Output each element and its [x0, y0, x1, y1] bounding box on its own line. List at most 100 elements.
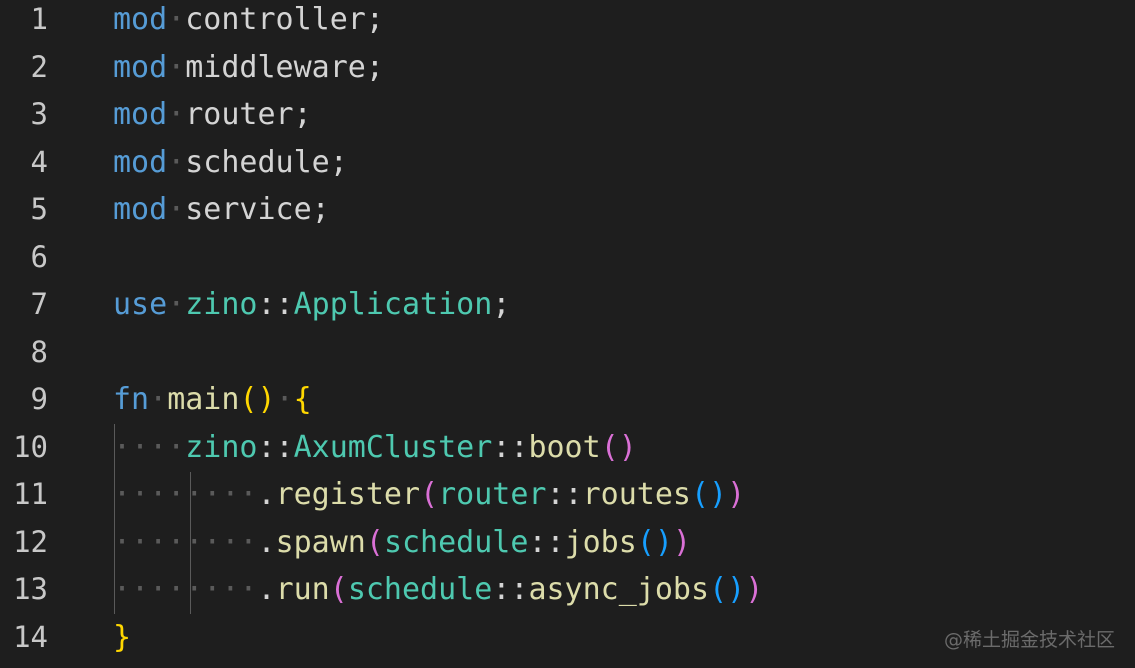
code-token: service; — [185, 192, 330, 227]
code-token: AxumCluster — [293, 429, 493, 465]
code-token: zino — [185, 287, 258, 322]
code-token: · — [167, 287, 186, 322]
code-token: main — [167, 382, 240, 417]
line-code[interactable]: mod·controller; — [113, 0, 384, 44]
code-token: · — [167, 49, 186, 85]
code-line[interactable]: 13 ········.run(schedule::async_jobs()) — [0, 566, 1135, 614]
code-token: ) — [727, 477, 746, 512]
line-number: 6 — [30, 239, 48, 274]
line-number: 7 — [30, 287, 48, 321]
code-token: use — [113, 287, 168, 322]
code-token: run — [275, 572, 330, 607]
code-token: jobs — [564, 524, 637, 560]
code-line[interactable]: 11········.register(router::routes()) — [0, 471, 1135, 519]
code-token: controller; — [185, 2, 384, 37]
indent-guide-level-1 — [114, 424, 115, 614]
line-code[interactable]: fn·main()·{ — [113, 376, 312, 424]
line-code[interactable]: mod·schedule; — [113, 139, 348, 187]
line-number: 9 — [30, 382, 48, 416]
code-token: schedule — [383, 524, 529, 560]
code-token: spawn — [275, 524, 366, 560]
code-token: ···· — [113, 429, 186, 465]
line-code[interactable]: } — [113, 614, 131, 662]
code-line[interactable]: 5 mod·service; — [0, 186, 1135, 234]
code-line[interactable]: 14} — [0, 614, 1135, 662]
line-code[interactable]: ········.register(router::routes()) — [113, 471, 745, 519]
code-line[interactable]: 2 mod·middleware; — [0, 44, 1135, 92]
code-token: :: — [546, 477, 583, 512]
line-code[interactable]: ····zino::AxumCluster::boot() — [113, 424, 637, 472]
code-token: ········ — [113, 524, 258, 560]
code-token: · — [167, 144, 186, 180]
code-token: { — [293, 382, 312, 417]
code-token: zino — [185, 429, 258, 465]
line-number: 10 — [13, 429, 48, 464]
code-token: () — [709, 572, 746, 607]
code-line[interactable]: 10 ····zino::AxumCluster::boot() — [0, 424, 1135, 472]
code-line[interactable]: 3 mod·router; — [0, 91, 1135, 139]
code-token: · — [275, 382, 294, 417]
code-token: schedule; — [185, 144, 348, 180]
code-token: routes — [582, 477, 691, 512]
line-number: 11 — [13, 477, 48, 511]
indent-guide-level-2 — [190, 472, 191, 614]
line-code[interactable]: mod·middleware; — [113, 44, 384, 92]
code-line[interactable]: 8 — [0, 329, 1135, 377]
code-token: · — [167, 192, 186, 227]
line-code[interactable]: ········.spawn(schedule::jobs()) — [113, 519, 691, 567]
code-token: . — [257, 572, 276, 607]
line-number: 8 — [30, 334, 48, 369]
code-token: . — [257, 477, 276, 512]
code-token: ( — [329, 572, 348, 607]
code-token: router — [438, 477, 547, 512]
code-token: . — [257, 524, 276, 560]
code-token: ) — [745, 572, 764, 607]
code-line[interactable]: 6 — [0, 234, 1135, 282]
code-token: :: — [257, 287, 294, 322]
line-number: 2 — [30, 49, 48, 84]
code-token: mod — [113, 49, 168, 85]
code-token: mod — [113, 192, 168, 227]
code-token: · — [149, 382, 168, 417]
code-token: () — [239, 382, 276, 417]
code-token: async_jobs — [528, 572, 710, 607]
line-number: 3 — [30, 97, 48, 131]
code-token: ; — [492, 287, 511, 322]
code-token: mod — [113, 97, 168, 132]
line-number: 4 — [30, 144, 48, 179]
code-token: Application — [293, 287, 493, 322]
code-token: ( — [420, 477, 439, 512]
code-token: () — [691, 477, 728, 512]
line-code[interactable]: mod·service; — [113, 186, 330, 234]
code-token: mod — [113, 2, 168, 37]
line-code[interactable]: use·zino::Application; — [113, 281, 510, 329]
line-number: 1 — [30, 2, 48, 36]
code-line[interactable]: 4 mod·schedule; — [0, 139, 1135, 187]
code-token: :: — [492, 429, 529, 465]
line-number: 12 — [13, 524, 48, 559]
code-token: } — [113, 619, 132, 655]
code-token: schedule — [347, 572, 493, 607]
line-number: 13 — [13, 572, 48, 606]
line-code[interactable]: ········.run(schedule::async_jobs()) — [113, 566, 763, 614]
watermark: @稀土掘金技术社区 — [943, 629, 1115, 651]
code-token: ) — [672, 524, 691, 560]
line-code[interactable]: mod·router; — [113, 91, 312, 139]
code-token: :: — [492, 572, 529, 607]
code-token: middleware; — [185, 49, 384, 85]
line-number: 5 — [30, 192, 48, 226]
code-token: mod — [113, 144, 168, 180]
code-token: boot — [528, 429, 601, 465]
code-token: ········ — [113, 572, 258, 607]
code-line[interactable]: 12········.spawn(schedule::jobs()) — [0, 519, 1135, 567]
code-token: ( — [365, 524, 384, 560]
code-line[interactable]: 1 mod·controller; — [0, 0, 1135, 44]
code-token: () — [636, 524, 673, 560]
code-token: router; — [185, 97, 312, 132]
code-token: fn — [113, 382, 150, 417]
code-token: · — [167, 97, 186, 132]
code-line[interactable]: 7 use·zino::Application; — [0, 281, 1135, 329]
line-number: 14 — [13, 619, 48, 654]
